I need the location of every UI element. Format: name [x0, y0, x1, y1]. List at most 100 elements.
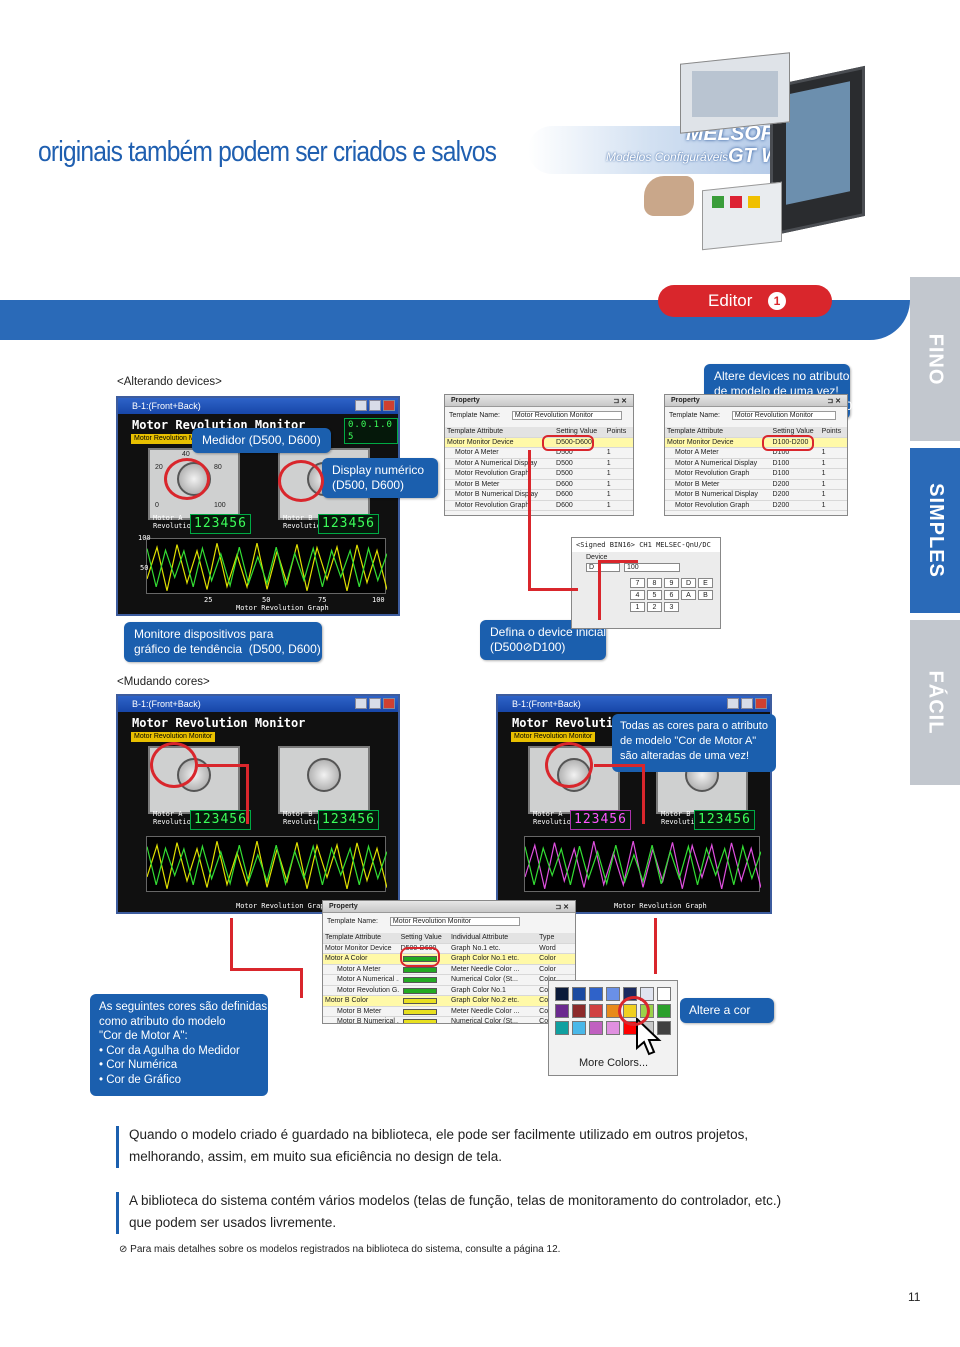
- keypad-key[interactable]: A: [681, 590, 696, 600]
- device-type-select[interactable]: D: [586, 563, 620, 572]
- color-swatch[interactable]: [589, 1021, 603, 1035]
- keypad-key[interactable]: 8: [647, 578, 662, 588]
- close-icon[interactable]: [755, 698, 767, 709]
- more-colors-button[interactable]: More Colors...: [579, 1057, 649, 1069]
- maximize-icon[interactable]: [741, 698, 753, 709]
- color-swatch[interactable]: [657, 1021, 671, 1035]
- motor-a-label: Motor A Revolutions: [153, 514, 200, 530]
- table-row[interactable]: Motor Revolution G...Graph Color No.1Col…: [323, 986, 575, 996]
- table-row[interactable]: Motor B Numerical ...Numerical Color (St…: [323, 1017, 575, 1023]
- paragraph-library: Quando o modelo criado é guardado na bib…: [129, 1127, 749, 1164]
- minimize-icon[interactable]: [727, 698, 739, 709]
- color-swatch[interactable]: [606, 1021, 620, 1035]
- product-collage-image: [640, 36, 870, 251]
- graph-x-50: 50: [262, 596, 271, 604]
- color-swatch[interactable]: [572, 1004, 586, 1018]
- color-swatch[interactable]: [572, 1021, 586, 1035]
- device-number-input[interactable]: 100: [624, 563, 680, 572]
- keypad-key[interactable]: 4: [630, 590, 645, 600]
- table-row[interactable]: Motor A Numerical ...Numerical Color (St…: [323, 975, 575, 986]
- graph-label: Motor Revolution Graph: [236, 604, 329, 612]
- connector-line: [528, 588, 578, 591]
- color-swatch[interactable]: [640, 987, 654, 1001]
- graph-y-50: 50: [140, 564, 149, 572]
- monitor-subtitle: Motor Revolution Monitor: [131, 732, 216, 742]
- pin-icon[interactable]: ⊐ ✕: [827, 398, 841, 405]
- minimize-icon[interactable]: [355, 698, 367, 709]
- color-swatch[interactable]: [606, 987, 620, 1001]
- callout-attributes: As seguintes cores são definidas como at…: [90, 994, 268, 1096]
- paragraph-system-library: A biblioteca do sistema contém vários mo…: [129, 1193, 782, 1230]
- color-swatch[interactable]: [657, 987, 671, 1001]
- template-name-field[interactable]: Motor Revolution Monitor: [389, 917, 520, 926]
- close-icon[interactable]: [383, 698, 395, 709]
- color-swatch[interactable]: [589, 1004, 603, 1018]
- maximize-icon[interactable]: [369, 698, 381, 709]
- color-swatch[interactable]: [402, 1019, 437, 1023]
- highlight-circle: [278, 460, 324, 502]
- color-swatch[interactable]: [402, 998, 437, 1004]
- highlight-circle: [164, 458, 210, 500]
- color-swatch[interactable]: [555, 987, 569, 1001]
- highlight-circle: [150, 742, 198, 788]
- color-swatch[interactable]: [402, 966, 437, 973]
- pin-icon[interactable]: ⊐ ✕: [555, 904, 569, 911]
- maximize-icon[interactable]: [369, 400, 381, 411]
- header-numeric: 0.0.1.0 5: [344, 418, 398, 444]
- keypad-key[interactable]: 2: [647, 602, 662, 612]
- graph-x-100: 100: [372, 596, 385, 604]
- keypad-key[interactable]: 3: [664, 602, 679, 612]
- color-swatch[interactable]: [589, 987, 603, 1001]
- pin-icon[interactable]: ⊐ ✕: [613, 398, 627, 405]
- section-label-colors: <Mudando cores>: [117, 676, 210, 688]
- color-swatch[interactable]: [572, 987, 586, 1001]
- connector-line: [598, 560, 601, 620]
- minimize-icon[interactable]: [355, 400, 367, 411]
- color-swatch[interactable]: [402, 1008, 437, 1015]
- template-name-field[interactable]: Motor Revolution Monitor: [511, 411, 622, 420]
- color-swatch[interactable]: [657, 1004, 671, 1018]
- close-icon[interactable]: [383, 400, 395, 411]
- page-title: originais também podem ser criados e sal…: [38, 136, 497, 168]
- editor-badge: Editor 1: [658, 285, 832, 317]
- revolution-graph: [524, 836, 762, 892]
- keypad-key[interactable]: D: [681, 578, 696, 588]
- keypad-key[interactable]: B: [698, 590, 713, 600]
- paragraph-bar: [116, 1126, 119, 1168]
- keypad-key[interactable]: 6: [664, 590, 679, 600]
- keypad-key[interactable]: 9: [664, 578, 679, 588]
- callout-initial: Defina o device inicial (D500⊘D100): [480, 620, 606, 660]
- color-swatch[interactable]: [555, 1021, 569, 1035]
- keypad-key[interactable]: E: [698, 578, 713, 588]
- keypad-key[interactable]: 1: [630, 602, 645, 612]
- window-titlebar: B-1:(Front+Back): [118, 398, 398, 414]
- keypad-key[interactable]: 7: [630, 578, 645, 588]
- color-swatch[interactable]: [402, 987, 437, 994]
- color-swatch[interactable]: [555, 1004, 569, 1018]
- color-swatch[interactable]: [402, 977, 437, 983]
- template-name-field[interactable]: Motor Revolution Monitor: [731, 411, 836, 420]
- keypad-key[interactable]: 5: [647, 590, 662, 600]
- monitor-title: Motor Revolution Monitor: [132, 716, 306, 730]
- motor-a-numeric: 123456: [190, 514, 251, 534]
- callout-all-colors: Todas as cores para o atributo de modelo…: [612, 714, 776, 772]
